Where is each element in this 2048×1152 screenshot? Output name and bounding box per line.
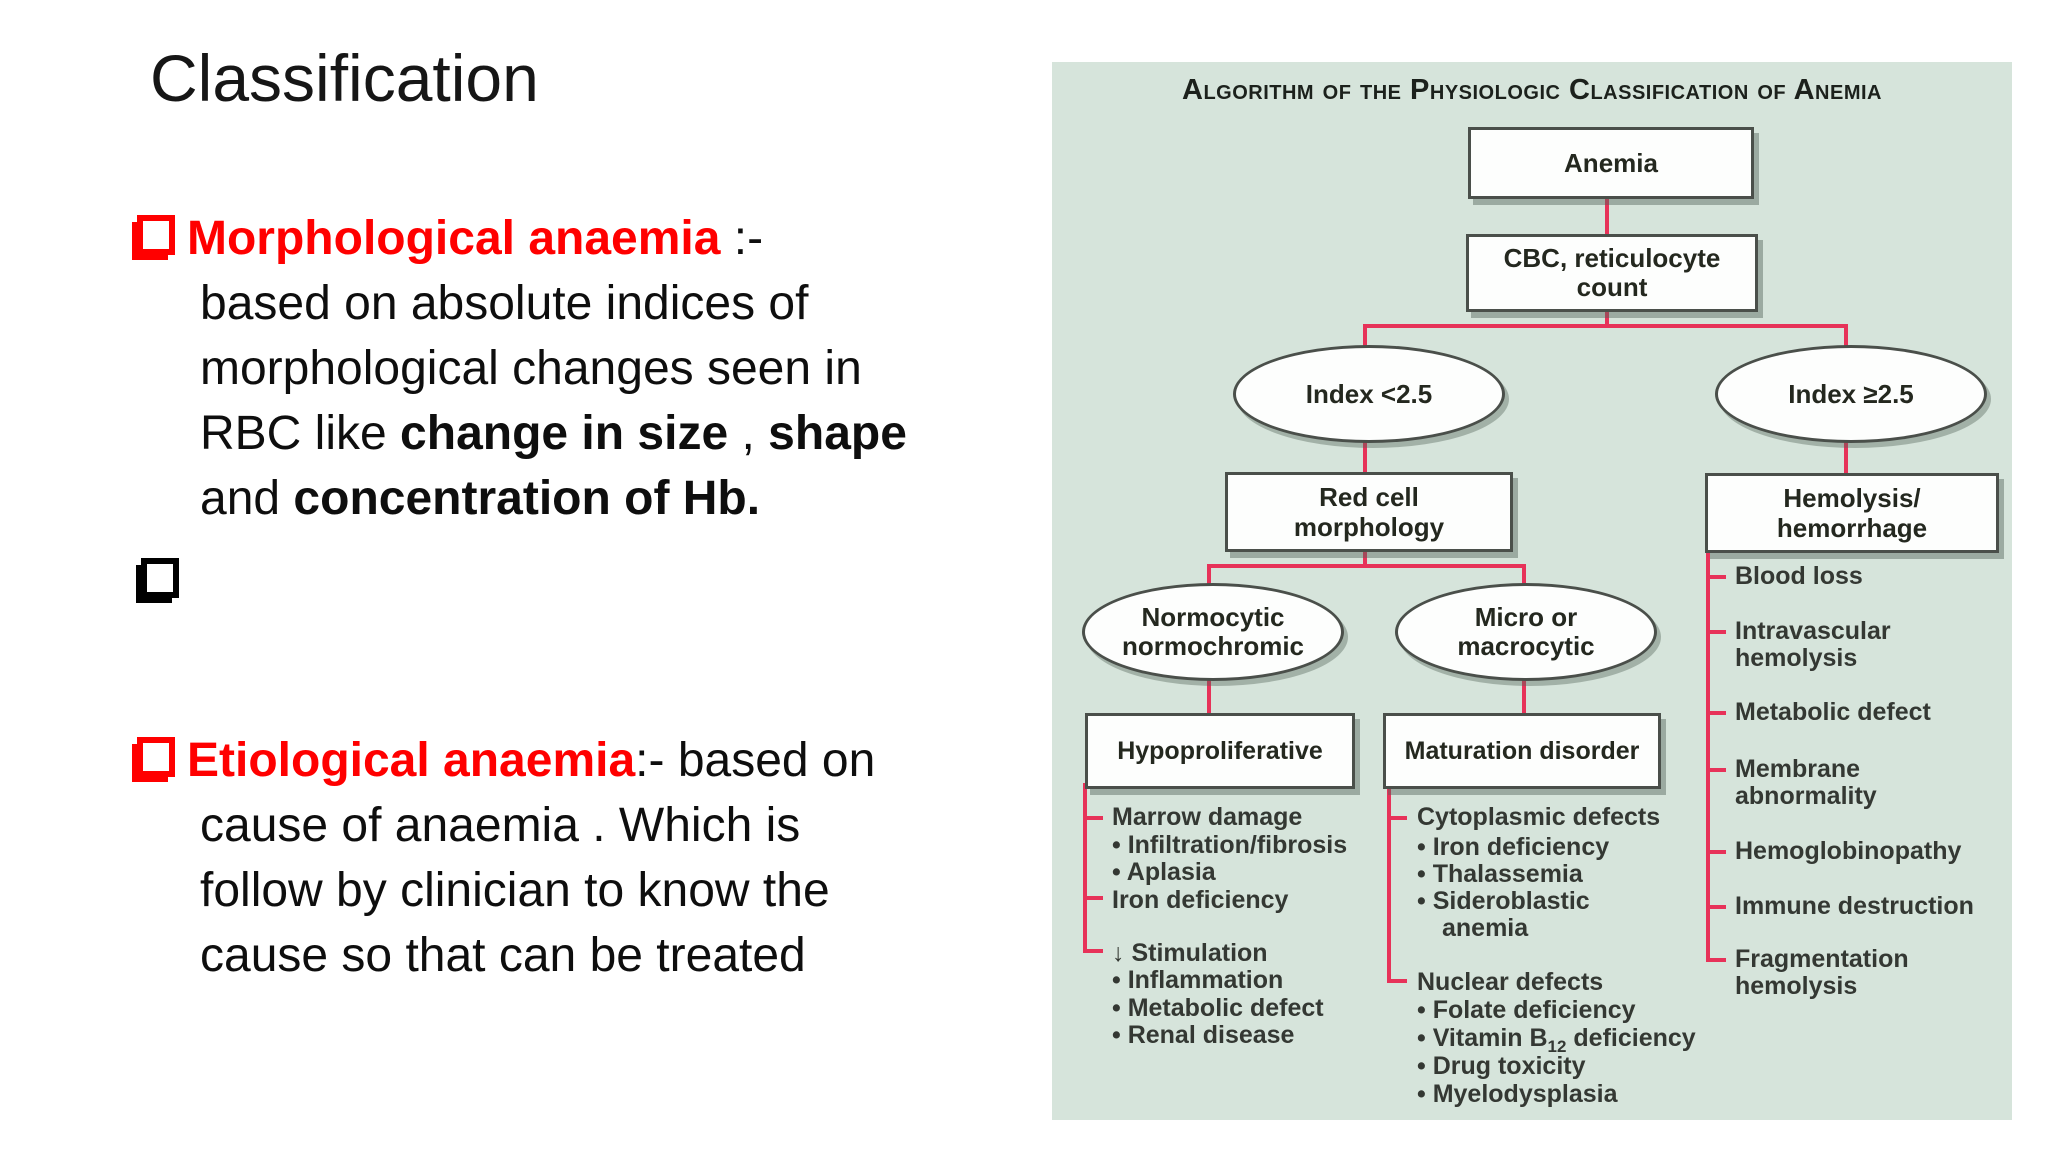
list-item: • Iron deficiency <box>1417 833 1610 861</box>
node-index-lt-2-5: Index <2.5 <box>1233 345 1505 443</box>
tick <box>1708 850 1726 854</box>
list-item: • Folate deficiency <box>1417 996 1636 1024</box>
bullet1-line4b: change in size <box>400 407 729 460</box>
anemia-algorithm-figure: Algorithm of the Physiologic Classificat… <box>1052 62 2012 1120</box>
tick <box>1708 575 1726 579</box>
list-item: Cytoplasmic defects <box>1417 803 1661 831</box>
tick <box>1085 896 1103 900</box>
node-hemolysis-hemorrhage: Hemolysis/hemorrhage <box>1705 473 1999 553</box>
list-item: Iron deficiency <box>1112 886 1289 914</box>
list-item: • Myelodysplasia <box>1417 1080 1618 1108</box>
list-item: • Aplasia <box>1112 858 1216 886</box>
bullet1-heading: Morphological anaemia <box>187 212 721 265</box>
bullet1-line3: morphological changes seen in <box>200 342 862 395</box>
tick <box>1389 979 1407 983</box>
bullet-morphological: Morphological anaemia :- based on absolu… <box>137 206 1120 531</box>
list-item: Membrane abnormality <box>1735 755 1877 810</box>
connector <box>1844 324 1848 347</box>
connector <box>1363 324 1367 347</box>
bullet1-line4a: RBC like <box>200 407 401 460</box>
red-checkbox-bullet-icon-2 <box>137 737 175 777</box>
page-title: Classification <box>150 41 539 115</box>
figure-title: Algorithm of the Physiologic Classificat… <box>1182 74 1882 106</box>
list-item: • Sideroblastic <box>1417 887 1590 915</box>
list-item: Metabolic defect <box>1735 698 1931 726</box>
bullet1-line4d: shape <box>768 407 907 460</box>
list-item: • Inflammation <box>1112 966 1284 994</box>
red-checkbox-bullet-icon <box>137 215 175 255</box>
bullet3-separator: :- <box>635 734 678 787</box>
bullet1-line4c: , <box>728 407 769 460</box>
connector <box>1522 564 1526 585</box>
node-index-ge-2-5: Index ≥2.5 <box>1715 345 1987 443</box>
connector <box>1844 436 1848 475</box>
list-item: • Renal disease <box>1112 1021 1295 1049</box>
list-item-vitamin-b12: • Vitamin B12 deficiency <box>1417 1024 1696 1057</box>
list-item: Blood loss <box>1735 562 1863 590</box>
bullet3-line1b: based on <box>677 734 876 787</box>
list-item: anemia <box>1442 914 1529 942</box>
bullet3-line2: cause of anaemia . Which is <box>200 799 801 852</box>
connector <box>1522 673 1526 715</box>
node-maturation-disorder: Maturation disorder <box>1383 713 1661 789</box>
connector <box>1363 546 1367 566</box>
node-hypoproliferative: Hypoproliferative <box>1085 713 1355 789</box>
list-item: • Infiltration/fibrosis <box>1112 831 1348 859</box>
bullet1-line5b: concentration of Hb <box>293 472 747 525</box>
list-item: Intravascular hemolysis <box>1735 617 1891 672</box>
list-item: Hemoglobinopathy <box>1735 837 1962 865</box>
node-cbc: CBC, reticulocyte count <box>1466 234 1758 312</box>
list-item: • Thalassemia <box>1417 860 1583 888</box>
tick <box>1708 958 1726 962</box>
bullet3-line3: follow by clinician to know the <box>200 864 830 917</box>
list-item: Immune destruction <box>1735 892 1974 920</box>
list-item: Marrow damage <box>1112 803 1303 831</box>
tick <box>1085 949 1103 953</box>
bullet-etiological: Etiological anaemia:- based on cause of … <box>137 728 1120 988</box>
bullet1-line2: based on absolute indices of <box>200 277 809 330</box>
connector <box>1207 564 1526 568</box>
tick <box>1708 768 1726 772</box>
connector <box>1363 436 1367 474</box>
maturation-bracket-line <box>1387 783 1391 983</box>
tick <box>1085 816 1103 820</box>
bullet3-heading: Etiological anaemia <box>187 734 636 787</box>
empty-bullet <box>141 558 191 602</box>
tick <box>1708 630 1726 634</box>
bullet1-line5c: . <box>746 472 761 525</box>
list-item: • Metabolic defect <box>1112 994 1324 1022</box>
list-item: • Drug toxicity <box>1417 1052 1586 1080</box>
bullet1-separator: :- <box>720 212 764 265</box>
connector <box>1605 306 1609 326</box>
connector <box>1207 673 1211 715</box>
tick <box>1389 816 1407 820</box>
node-anemia: Anemia <box>1468 127 1754 199</box>
hypo-bracket-line <box>1083 783 1087 953</box>
connector <box>1363 324 1848 328</box>
connector <box>1605 193 1609 236</box>
bullet3-line4: cause so that can be treated <box>200 929 806 982</box>
tick <box>1708 711 1726 715</box>
connector <box>1207 564 1211 585</box>
list-item: ↓ Stimulation <box>1112 939 1268 967</box>
hemolysis-bracket-line <box>1706 547 1710 962</box>
list-item: Fragmentation hemolysis <box>1735 945 1909 1000</box>
bullet1-line5a: and <box>200 472 294 525</box>
tick <box>1708 905 1726 909</box>
list-item: Nuclear defects <box>1417 968 1604 996</box>
black-checkbox-bullet-icon <box>141 558 179 598</box>
